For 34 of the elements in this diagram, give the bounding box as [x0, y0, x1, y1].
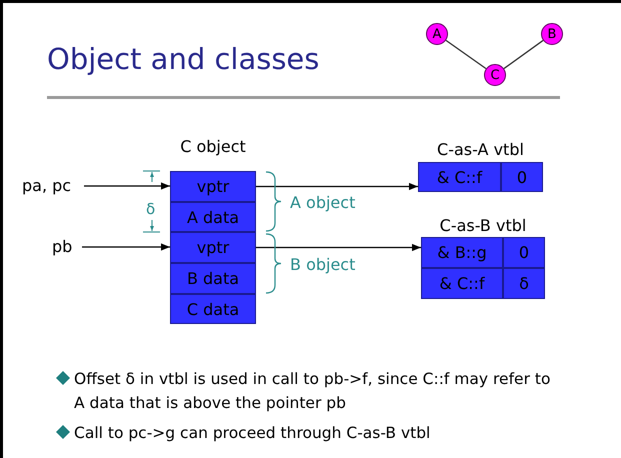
- connector-line: [504, 40, 544, 70]
- arrow: [256, 182, 418, 190]
- dimension-label: δ: [146, 200, 156, 218]
- arrow: [82, 243, 170, 251]
- table-cell: A data: [170, 202, 256, 232]
- memory-table: [421, 216, 545, 299]
- connector-line: [446, 40, 486, 70]
- table-cell: C data: [170, 294, 256, 324]
- table-cell: vptr: [170, 171, 256, 202]
- arrow: [256, 244, 421, 252]
- table-cell: & C::f: [418, 162, 501, 192]
- pointer-label: pb: [52, 237, 82, 257]
- table-title: C object: [179, 137, 247, 156]
- table-title: C-as-A vtbl: [436, 140, 525, 159]
- table-cell: & C::f: [421, 268, 503, 299]
- slide-title: Object and classes: [47, 42, 320, 76]
- class-circle: A: [426, 23, 448, 45]
- brace-label: B object: [290, 255, 356, 274]
- pointer-label: pa, pc: [22, 176, 84, 196]
- table-cell: vptr: [170, 232, 256, 263]
- arrow: [84, 182, 170, 190]
- bullet-text: Offset δ in vtbl is used in call to pb->f, since C::f may refer to A data that is above the pointer pb: [74, 369, 552, 414]
- table-cell: & B::g: [421, 237, 503, 268]
- table-cell: 0: [501, 162, 543, 192]
- memory-table: [170, 137, 256, 324]
- table-cell: δ: [503, 268, 545, 299]
- brace-label: A object: [290, 193, 356, 212]
- table-cell: 0: [503, 237, 545, 268]
- class-circle: B: [541, 23, 563, 45]
- table-title: C-as-B vtbl: [438, 216, 528, 235]
- table-cell: B data: [170, 263, 256, 294]
- memory-table: [418, 140, 543, 192]
- class-circle: C: [484, 64, 506, 86]
- bullet-text: Call to pc->g can proceed through C-as-B vtbl: [74, 423, 432, 444]
